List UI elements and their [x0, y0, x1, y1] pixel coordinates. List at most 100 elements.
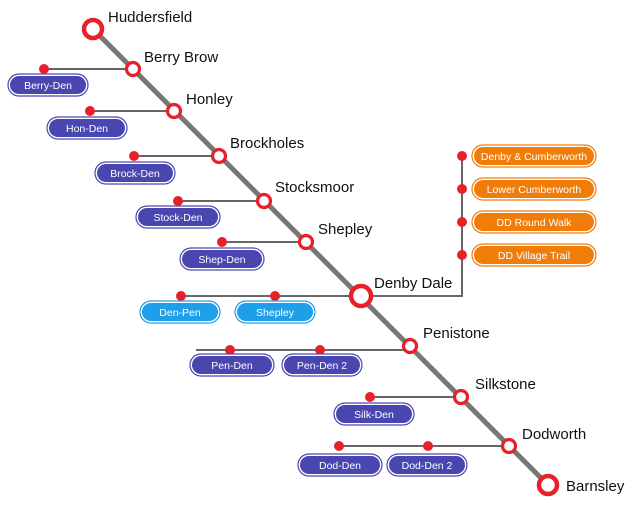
walk-pill-fill: [474, 180, 594, 198]
walk-pill-silk-den[interactable]: Silk-Den: [333, 402, 415, 426]
station-marker: [165, 102, 183, 120]
station-label: Honley: [186, 91, 233, 108]
station-marker: [297, 233, 315, 251]
station-marker: [401, 337, 419, 355]
walk-pill-fill: [237, 303, 313, 321]
walk-pill-dd-round-walk[interactable]: DD Round Walk: [471, 210, 597, 234]
walk-pill-lower-cumberworth[interactable]: Lower Cumberworth: [471, 177, 597, 201]
station-marker: [452, 388, 470, 406]
station-honley: Honley: [165, 91, 233, 120]
walk-pill-fill: [474, 246, 594, 264]
walk-pill-fill: [300, 456, 380, 474]
walk-pill-brock-den[interactable]: Brock-Den: [94, 161, 176, 185]
station-label: Shepley: [318, 221, 373, 238]
branch-nodes: [39, 64, 467, 451]
walk-label: Den-Pen: [159, 307, 201, 319]
station-stocksmoor: Stocksmoor: [255, 179, 354, 210]
walk-pill-pen-den[interactable]: Pen-Den: [189, 353, 275, 377]
walk-pill-fill: [49, 119, 125, 137]
station-marker: [255, 192, 273, 210]
station-shepley: Shepley: [297, 221, 373, 251]
walk-node: [225, 345, 235, 355]
walk-pill-pen-den-2[interactable]: Pen-Den 2: [281, 353, 363, 377]
walk-pill-dd-village-trail[interactable]: DD Village Trail: [471, 243, 597, 267]
walk-pill-shep-den[interactable]: Shep-Den: [179, 247, 265, 271]
walk-label: DD Round Walk: [497, 217, 573, 229]
walk-node: [173, 196, 183, 206]
station-penistone: Penistone: [401, 325, 490, 355]
walk-label: DD Village Trail: [498, 250, 570, 262]
station-marker: [124, 60, 142, 78]
walk-pill-dod-den-2[interactable]: Dod-Den 2: [386, 453, 468, 477]
walk-node: [176, 291, 186, 301]
station-label: Penistone: [423, 325, 490, 342]
walk-node: [270, 291, 280, 301]
station-marker: [500, 437, 518, 455]
walk-node: [315, 345, 325, 355]
walk-label: Shepley: [256, 307, 295, 319]
walk-node: [365, 392, 375, 402]
walk-pill-hon-den[interactable]: Hon-Den: [46, 116, 128, 140]
walk-node: [423, 441, 433, 451]
station-marker: [210, 147, 228, 165]
walk-node: [457, 151, 467, 161]
walk-label: Berry-Den: [24, 80, 72, 92]
station-label: Stocksmoor: [275, 179, 354, 196]
walk-node: [39, 64, 49, 74]
walk-pills[interactable]: Berry-DenHon-DenBrock-DenStock-DenShep-D…: [7, 73, 597, 477]
walk-label: Lower Cumberworth: [487, 184, 582, 196]
station-marker: [81, 17, 105, 41]
walk-pill-fill: [474, 213, 594, 231]
walk-label: Stock-Den: [153, 212, 202, 224]
walk-pill-stock-den[interactable]: Stock-Den: [135, 205, 221, 229]
walk-pill-fill: [284, 356, 360, 374]
walk-node: [457, 217, 467, 227]
station-huddersfield: Huddersfield: [81, 9, 192, 41]
station-label: Barnsley: [566, 478, 625, 495]
station-brockholes: Brockholes: [210, 135, 304, 165]
walk-label: Pen-Den: [211, 360, 253, 372]
station-silkstone: Silkstone: [452, 376, 536, 406]
walk-pill-fill: [97, 164, 173, 182]
station-marker: [348, 283, 374, 309]
walk-node: [457, 184, 467, 194]
walk-pill-denby-and-cumberworth[interactable]: Denby & Cumberworth: [471, 144, 597, 168]
walk-label: Brock-Den: [110, 168, 160, 180]
walk-pill-fill: [182, 250, 262, 268]
walk-pill-dod-den[interactable]: Dod-Den: [297, 453, 383, 477]
branch-line: [370, 156, 463, 297]
walk-pill-fill: [474, 147, 594, 165]
station-denby-dale: Denby Dale: [348, 275, 452, 309]
walk-pill-fill: [138, 208, 218, 226]
walk-label: Dod-Den: [319, 460, 361, 472]
walk-label: Denby & Cumberworth: [481, 151, 587, 163]
walk-pill-berry-den[interactable]: Berry-Den: [7, 73, 89, 97]
walk-pill-shepley[interactable]: Shepley: [234, 300, 316, 324]
walk-label: Shep-Den: [198, 254, 245, 266]
station-label: Dodworth: [522, 426, 586, 443]
station-label: Berry Brow: [144, 49, 218, 66]
walk-label: Silk-Den: [354, 409, 394, 421]
walk-label: Dod-Den 2: [402, 460, 453, 472]
walk-pill-fill: [389, 456, 465, 474]
station-berry-brow: Berry Brow: [124, 49, 218, 78]
walk-node: [334, 441, 344, 451]
walk-pill-fill: [10, 76, 86, 94]
station-dodworth: Dodworth: [500, 426, 586, 455]
station-label: Silkstone: [475, 376, 536, 393]
station-label: Denby Dale: [374, 275, 452, 292]
walk-node: [457, 250, 467, 260]
walk-pill-fill: [192, 356, 272, 374]
station-barnsley: Barnsley: [536, 473, 625, 497]
walk-node: [129, 151, 139, 161]
station-label: Brockholes: [230, 135, 304, 152]
walk-pill-fill: [142, 303, 218, 321]
walk-pill-den-pen[interactable]: Den-Pen: [139, 300, 221, 324]
station-marker: [536, 473, 560, 497]
walk-node: [85, 106, 95, 116]
walk-node: [217, 237, 227, 247]
walk-pill-fill: [336, 405, 412, 423]
